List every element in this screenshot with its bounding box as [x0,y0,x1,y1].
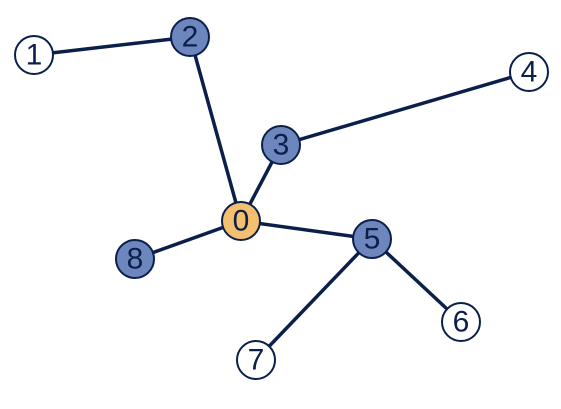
node-label-7: 7 [248,344,265,377]
edge-5-6 [370,237,463,324]
node-6: 6 [441,302,481,342]
node-4: 4 [509,52,549,92]
node-circle-3 [261,125,301,165]
node-circle-2 [170,17,210,57]
node-label-5: 5 [364,223,381,256]
node-2: 2 [170,17,210,57]
node-0: 0 [221,201,261,241]
edge-5-7 [254,237,374,362]
node-7: 7 [236,340,276,380]
node-label-3: 3 [273,129,290,162]
node-8: 8 [115,239,155,279]
nodes-layer: 0 1 2 3 4 5 6 7 8 [14,17,549,380]
node-circle-8 [115,239,155,279]
node-5: 5 [352,219,392,259]
node-circle-5 [352,219,392,259]
node-circle-1 [14,35,54,75]
node-label-4: 4 [521,56,538,89]
edge-0-5 [239,219,374,241]
node-label-1: 1 [26,39,43,72]
edge-2-0 [188,35,243,223]
edge-3-4 [279,70,531,147]
edge-1-2 [32,35,192,57]
node-circle-0 [221,201,261,241]
node-circle-7 [236,340,276,380]
node-label-0: 0 [233,205,250,238]
node-label-2: 2 [182,21,199,54]
node-circle-4 [509,52,549,92]
node-1: 1 [14,35,54,75]
node-label-8: 8 [127,243,144,276]
node-label-6: 6 [453,306,470,339]
node-3: 3 [261,125,301,165]
node-circle-6 [441,302,481,342]
